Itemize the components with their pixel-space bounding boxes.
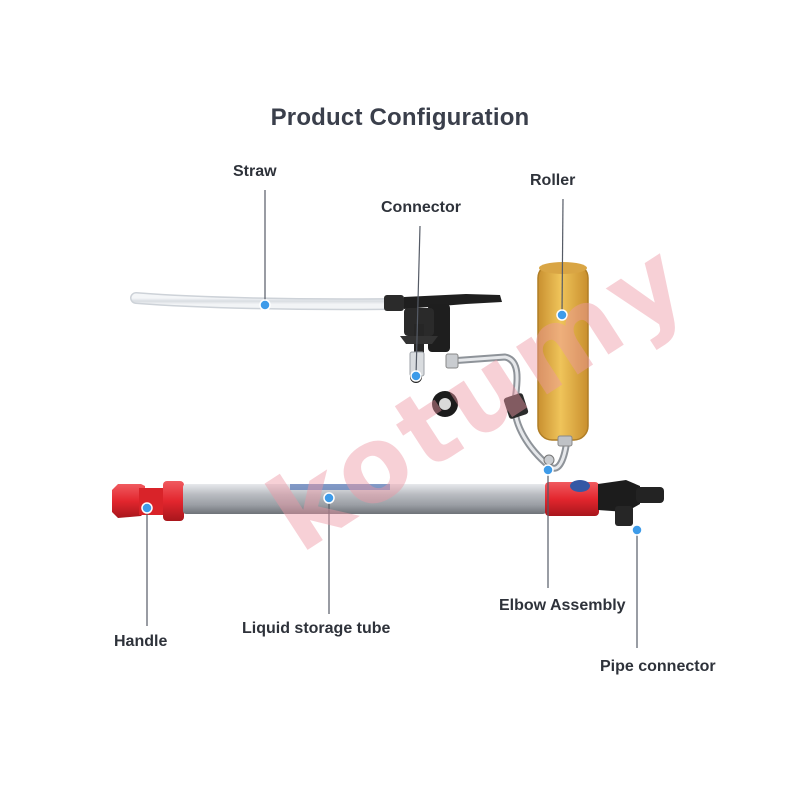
tube-assembly xyxy=(112,480,664,526)
label-roller: Roller xyxy=(530,172,576,189)
label-straw: Straw xyxy=(233,163,277,180)
page-title: Product Configuration xyxy=(270,104,530,131)
callout-line-roller xyxy=(561,198,564,316)
callout-dot-handle xyxy=(141,502,153,514)
callout-dot-pipe-connector xyxy=(631,524,643,536)
callout-lines xyxy=(146,190,638,648)
roller-part xyxy=(537,262,589,447)
label-elbow-assembly: Elbow Assembly xyxy=(499,597,626,614)
callout-dot-straw xyxy=(259,299,271,311)
callout-line-connector xyxy=(415,225,421,377)
label-connector: Connector xyxy=(381,199,461,216)
elbow-pipe xyxy=(445,353,571,472)
callout-dot-roller xyxy=(556,309,568,321)
callout-dots xyxy=(141,299,643,536)
label-pipe-connector: Pipe connector xyxy=(600,658,716,675)
straw-part xyxy=(130,292,396,311)
callout-dot-liquid-storage-tube xyxy=(323,492,335,504)
label-liquid-storage-tube: Liquid storage tube xyxy=(242,620,391,637)
callout-dot-elbow-assembly xyxy=(542,464,554,476)
callout-dot-connector xyxy=(410,370,422,382)
label-handle: Handle xyxy=(114,633,168,650)
